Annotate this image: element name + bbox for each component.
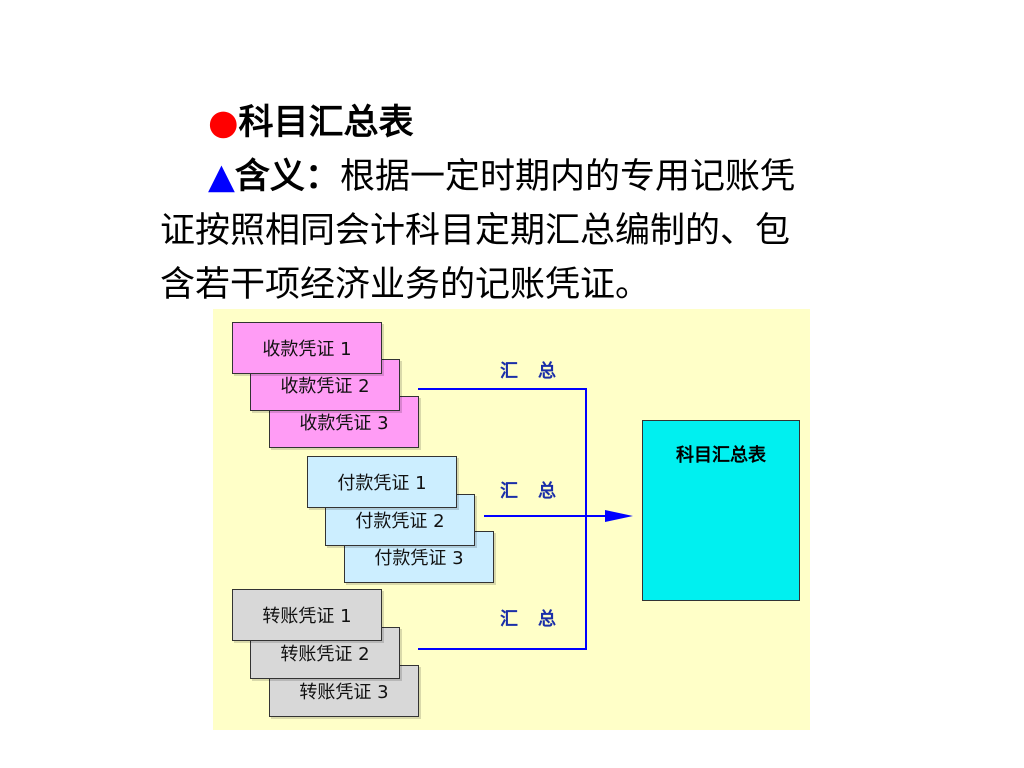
definition-text-1: 根据一定时期内的专用记账凭 bbox=[339, 157, 795, 197]
account-summary-table-box: 科目汇总表 bbox=[642, 420, 800, 601]
payment-summary-label: 汇总 bbox=[500, 481, 576, 502]
red-circle-bullet-icon: ● bbox=[208, 102, 239, 143]
receipt-voucher-card-1: 收款凭证 1 bbox=[232, 322, 382, 374]
transfer-summary-label: 汇总 bbox=[500, 609, 576, 630]
definition-term: 含义： bbox=[234, 156, 340, 197]
heading-title: 科目汇总表 bbox=[238, 102, 414, 143]
blue-triangle-bullet-icon: ▲ bbox=[208, 157, 235, 197]
definition-line-1: ▲含义：根据一定时期内的专用记账凭 bbox=[160, 150, 890, 204]
receipt-connector bbox=[418, 388, 587, 516]
connector-lines bbox=[418, 388, 633, 650]
transfer-voucher-card-1: 转账凭证 1 bbox=[232, 589, 382, 641]
heading-line: ●科目汇总表 bbox=[160, 96, 890, 150]
definition-line-2: 证按照相同会计科目定期汇总编制的、包 bbox=[160, 211, 791, 251]
transfer-voucher-card-2: 转账凭证 2 bbox=[250, 627, 400, 679]
arrow-head-icon bbox=[605, 510, 633, 522]
transfer-connector bbox=[418, 516, 587, 650]
receipt-summary-label: 汇总 bbox=[500, 361, 576, 382]
payment-voucher-card-1: 付款凭证 1 bbox=[307, 456, 457, 508]
summary-flow-diagram: 收款凭证 3 收款凭证 2 收款凭证 1 汇总 付款凭证 3 付款凭证 2 付款… bbox=[213, 309, 810, 730]
definition-line-3: 含若干项经济业务的记账凭证。 bbox=[160, 265, 651, 305]
text-block: ●科目汇总表 ▲含义：根据一定时期内的专用记账凭 证按照相同会计科目定期汇总编制… bbox=[160, 96, 890, 312]
